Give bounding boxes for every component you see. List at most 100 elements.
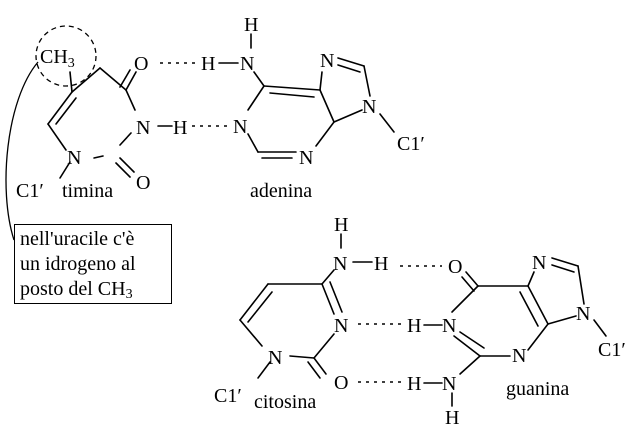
adenine-n6-label: N: [240, 53, 254, 75]
note-line-2: un idrogeno al: [20, 253, 136, 275]
cytosine-h-amine-top: H: [334, 214, 348, 236]
adenine-name: adenina: [250, 180, 312, 202]
thymine-bond: [55, 97, 77, 125]
adenine-h-amine-top: H: [244, 14, 258, 36]
guanine-bond: [527, 271, 535, 287]
guanine-name: guanina: [506, 378, 569, 400]
cytosine-molecule: H N H N N O C1′ citosina: [214, 214, 388, 413]
cytosine-bond: [329, 281, 343, 313]
adenine-bond: [247, 85, 265, 111]
adenine-bond: [263, 85, 321, 91]
guanine-bond: [461, 276, 475, 292]
adenine-bond: [253, 71, 265, 87]
adenine-n3-label: N: [299, 147, 313, 169]
thymine-bond: [69, 71, 73, 93]
guanine-bond: [459, 355, 481, 375]
guanine-c1-label: C1′: [598, 339, 626, 361]
cytosine-bond: [321, 283, 335, 315]
uracil-note-box: nell'uracile c'è un idrogeno al posto de…: [14, 224, 172, 304]
guanine-bond: [451, 285, 479, 313]
guanine-bond: [577, 265, 585, 305]
note-line-3-subscript: 3: [125, 287, 133, 302]
thymine-bond: [71, 67, 101, 93]
guanine-bond: [465, 271, 479, 287]
note-line-3: posto del CH3: [20, 277, 171, 307]
cytosine-bond: [313, 357, 327, 375]
thymine-bond: [47, 91, 73, 125]
guanine-n1-label: N: [442, 315, 456, 337]
guanine-bond: [453, 335, 481, 357]
adenine-bond: [363, 65, 371, 97]
adenine-n1-label: N: [233, 116, 247, 138]
cytosine-name: citosina: [254, 391, 316, 413]
guanine-bond: [547, 315, 577, 325]
cytosine-bond: [307, 361, 321, 379]
guanine-bond: [459, 331, 485, 349]
cytosine-bond: [247, 291, 273, 323]
thymine-bond: [119, 132, 132, 146]
callout-curve: [5, 61, 39, 241]
cytosine-n1-label: N: [268, 347, 282, 369]
adenine-bond: [337, 57, 365, 67]
guanine-h1-label: H: [407, 315, 421, 337]
thymine-o4-label: O: [134, 53, 148, 75]
guanine-bond: [551, 257, 579, 267]
adenine-bond: [319, 89, 335, 123]
thymine-bond: [119, 69, 131, 88]
adenine-c1-label: C1′: [397, 133, 425, 155]
thymine-bond: [59, 161, 71, 179]
adenine-bond: [319, 71, 323, 91]
thymine-bond: [125, 71, 137, 91]
cytosine-n3-label: N: [334, 315, 348, 337]
thymine-bond: [125, 89, 136, 111]
thymine-h3-label: H: [173, 117, 187, 139]
thymine-n1-label: N: [67, 147, 81, 169]
cytosine-bond: [289, 355, 315, 359]
adenine-molecule: H H N N N N N C1′ adenina: [201, 14, 425, 202]
methyl-highlight-circle: [35, 25, 97, 87]
cytosine-bond: [321, 269, 335, 285]
thymine-bond: [99, 67, 127, 91]
guanine-bond: [593, 319, 607, 337]
guanine-n2-label: N: [442, 373, 456, 395]
cytosine-bond: [257, 361, 271, 379]
cytosine-o2-label: O: [334, 372, 348, 394]
cytosine-c1-label: C1′: [214, 385, 242, 407]
cytosine-bond: [239, 319, 263, 347]
adenine-bond: [333, 109, 363, 123]
note-line-1: nell'uracile c'è: [20, 228, 135, 250]
adenine-bond: [247, 133, 259, 153]
cytosine-n4-label: N: [333, 253, 347, 275]
cytosine-bond: [313, 333, 335, 359]
guanine-n9-label: N: [576, 303, 590, 325]
thymine-molecule: CH3 O N H N O C1′ timina: [16, 25, 187, 202]
guanine-h2b-label: H: [445, 407, 459, 429]
adenine-n9-label: N: [362, 96, 376, 118]
note-line-3-text: posto del CH: [20, 278, 126, 300]
guanine-n7-label: N: [532, 252, 546, 274]
guanine-n3-label: N: [512, 345, 526, 367]
guanine-bond: [527, 323, 549, 351]
thymine-c1-label: C1′: [16, 180, 44, 202]
guanine-bond: [519, 291, 539, 327]
adenine-bond: [315, 121, 335, 147]
guanine-bond: [527, 285, 549, 325]
adenine-bond: [379, 113, 395, 133]
adenine-bond: [337, 64, 361, 73]
adenine-n7-label: N: [320, 50, 334, 72]
thymine-bond: [119, 157, 135, 173]
thymine-ch3-label: CH3: [40, 46, 75, 71]
adenine-h6-label: H: [201, 53, 215, 75]
thymine-bond: [93, 155, 104, 159]
guanine-h2a-label: H: [407, 373, 421, 395]
cytosine-bond: [239, 283, 269, 321]
adenine-bond: [269, 92, 315, 98]
thymine-bond: [47, 123, 67, 151]
guanine-molecule: O H N H N H N N N C1′ guanina: [407, 252, 626, 429]
thymine-bond: [115, 162, 131, 178]
thymine-n3-label: N: [136, 117, 150, 139]
guanine-o6-label: O: [448, 256, 462, 278]
thymine-name: timina: [62, 180, 113, 202]
cytosine-h4-label: H: [374, 253, 388, 275]
